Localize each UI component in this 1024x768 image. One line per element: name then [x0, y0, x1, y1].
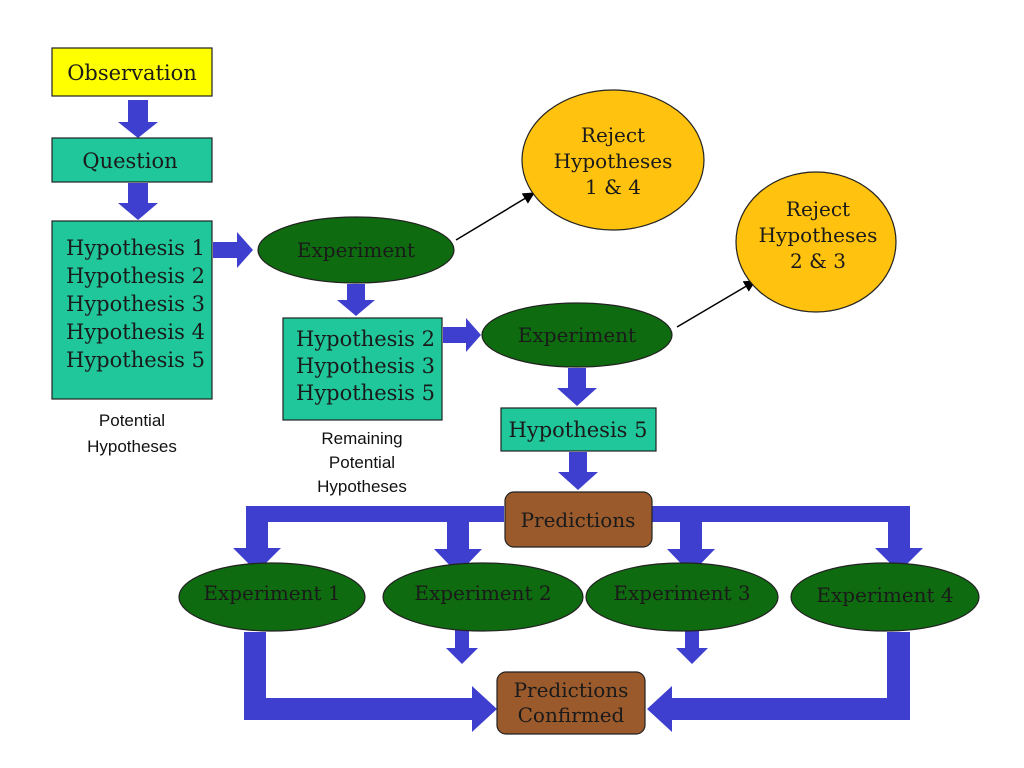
experiment-1-node: Experiment 1 [178, 562, 366, 632]
hypotheses-remaining-node: Hypothesis 2 Hypothesis 3 Hypothesis 5 [282, 317, 443, 421]
hypothesis-remaining-1: Hypothesis 2 [296, 327, 435, 351]
hypothesis-5-node: Hypothesis 5 [500, 407, 657, 452]
arrow-experiment-1-to-confirmed [244, 632, 497, 732]
predictions-label: Predictions [521, 508, 636, 532]
hypothesis-all-5: Hypothesis 5 [66, 348, 205, 372]
question-label: Question [82, 149, 177, 173]
arrow-experiment-to-remaining [337, 284, 375, 316]
question-node: Question [51, 137, 213, 183]
reject-1-4-line-2: Hypotheses [554, 149, 673, 173]
arrow-question-to-hypotheses [118, 183, 158, 220]
branch-arrow-experiment-2 [434, 522, 482, 574]
reject-1-4-line-3: 1 & 4 [585, 175, 641, 199]
arrow-hypotheses-to-experiment [213, 232, 253, 268]
remaining-caption-line-3: Hypotheses [317, 477, 407, 496]
thin-arrow-to-reject-2-3 [676, 280, 757, 328]
arrow-observation-to-question [118, 100, 158, 138]
experiment-2-label: Experiment 2 [414, 581, 551, 605]
potential-caption-line-1: Potential [99, 411, 165, 430]
hypotheses-all-node: Hypothesis 1 Hypothesis 2 Hypothesis 3 H… [51, 220, 213, 400]
remaining-caption-line-2: Potential [329, 453, 395, 472]
hypothesis-all-2: Hypothesis 2 [66, 264, 205, 288]
experiment-1-label: Experiment 1 [203, 581, 340, 605]
thin-arrow-to-reject-1-4 [455, 192, 536, 241]
remaining-caption-line-1: Remaining [321, 429, 402, 448]
experiment-4-label: Experiment 4 [816, 583, 953, 607]
potential-caption-line-2: Hypotheses [87, 437, 177, 456]
hypothesis-all-1: Hypothesis 1 [66, 236, 205, 260]
observation-label: Observation [67, 61, 197, 85]
arrow-hypothesis-5-to-predictions [558, 452, 598, 490]
arrow-remaining-to-experiment [443, 318, 481, 352]
hypothesis-all-4: Hypothesis 4 [66, 320, 205, 344]
branch-arrow-experiment-3 [667, 522, 715, 574]
hypothesis-all-3: Hypothesis 3 [66, 292, 205, 316]
reject-1-4-node: Reject Hypotheses 1 & 4 [521, 89, 705, 231]
predictions-node: Predictions [504, 491, 653, 548]
hypothesis-5-label: Hypothesis 5 [509, 418, 648, 442]
arrow-experiment-to-hypothesis-5 [557, 368, 597, 406]
experiment-node-2: Experiment [481, 302, 673, 368]
experiment-node-1-label: Experiment [297, 238, 415, 262]
experiment-3-label: Experiment 3 [613, 581, 750, 605]
experiment-node-2-label: Experiment [518, 323, 636, 347]
reject-2-3-line-3: 2 & 3 [790, 249, 846, 273]
arrow-experiment-2-to-confirmed [446, 630, 478, 664]
experiment-3-node: Experiment 3 [585, 562, 779, 632]
hypothesis-remaining-2: Hypothesis 3 [296, 354, 435, 378]
reject-2-3-line-2: Hypotheses [759, 223, 878, 247]
hypothesis-remaining-3: Hypothesis 5 [296, 381, 435, 405]
reject-2-3-line-1: Reject [786, 197, 850, 221]
experiment-2-node: Experiment 2 [382, 562, 584, 632]
experiment-node-1: Experiment [257, 216, 455, 284]
predictions-confirmed-node: Predictions Confirmed [496, 671, 646, 735]
observation-node: Observation [51, 47, 213, 97]
reject-2-3-node: Reject Hypotheses 2 & 3 [735, 171, 897, 313]
predictions-confirmed-line-2: Confirmed [518, 703, 625, 727]
arrow-experiment-4-to-confirmed [647, 632, 910, 732]
predictions-confirmed-line-1: Predictions [514, 678, 629, 702]
experiment-4-node: Experiment 4 [790, 562, 980, 632]
reject-1-4-line-1: Reject [581, 123, 645, 147]
arrow-experiment-3-to-confirmed [676, 630, 708, 664]
